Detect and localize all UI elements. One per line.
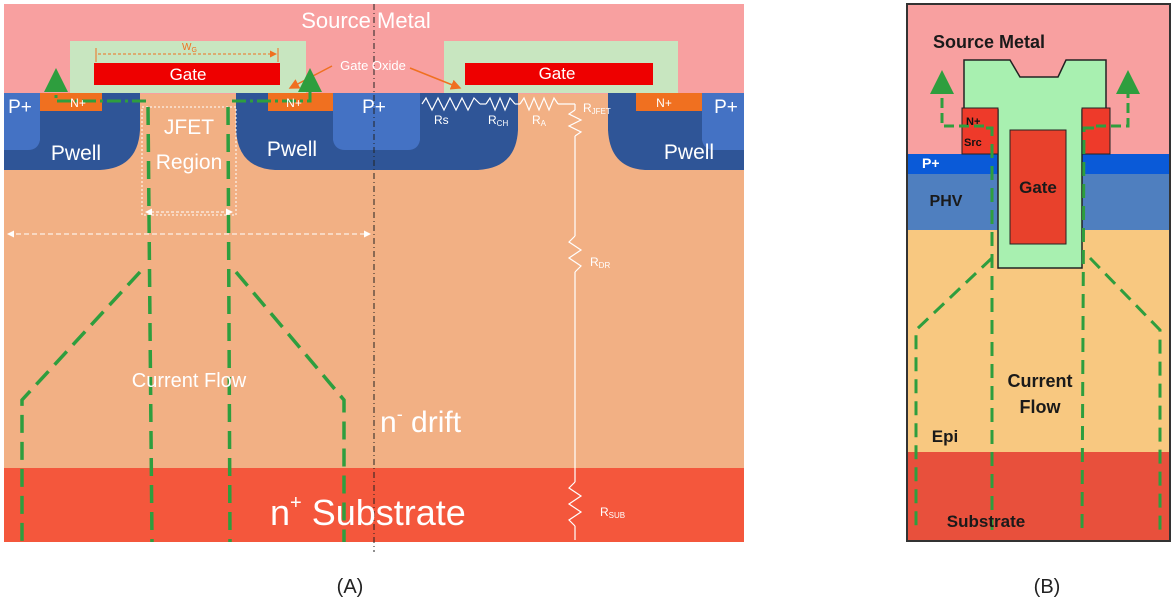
current-flow-lines: [20, 68, 346, 543]
caption-a: (A): [337, 576, 364, 598]
n-plus-mid-label: N+: [286, 96, 302, 110]
resistor-rsub: [567, 481, 583, 527]
b-src-label: Src: [964, 137, 982, 149]
b-current-label-2: Flow: [1020, 397, 1062, 417]
pwell-mid-label: Pwell: [267, 138, 317, 161]
b-n-plus-right: [1081, 107, 1111, 155]
b-border: [906, 3, 1171, 542]
b-flow-outer-left: [914, 256, 994, 530]
rdr-label: RDR: [590, 255, 610, 270]
panel-a: WG: [4, 4, 744, 598]
flow-line-inner-left: [146, 106, 154, 543]
rsub-label: RSUB: [600, 505, 625, 520]
flow-line-outer-right: [234, 270, 346, 542]
n-plus-right-shape: [636, 93, 702, 111]
gate-right-shape: [465, 63, 653, 85]
b-phv-label: PHV: [930, 193, 963, 210]
rch-label: RCH: [488, 113, 508, 128]
b-substrate: [907, 452, 1170, 541]
b-current-label-1: Current: [1007, 371, 1072, 391]
b-n-plus-label: N+: [966, 116, 980, 128]
b-flow-inner-right: [1080, 126, 1094, 531]
b-epi-label: Epi: [932, 427, 958, 446]
flow-line-top-left: [44, 68, 146, 103]
pwell-left-label: Pwell: [51, 142, 101, 165]
resistor-rs: [421, 96, 481, 112]
current-flow-label-a: Current Flow: [132, 370, 247, 392]
p-plus-left-label: P+: [8, 97, 32, 118]
p-plus-right-shape: [702, 93, 744, 150]
b-current-flow-lines: [914, 70, 1162, 531]
b-gate-shape: [1009, 129, 1067, 245]
gate-oxide-arrow-right: [409, 67, 462, 90]
b-gate-label: Gate: [1019, 178, 1057, 197]
p-plus-right-label: P+: [714, 97, 738, 118]
rs-label: Rs: [434, 113, 449, 127]
resistor-network: [421, 96, 583, 540]
b-flow-up-right: [1096, 70, 1140, 128]
jfet-label-line2: Region: [156, 151, 223, 174]
p-plus-mid-shape: [333, 93, 420, 150]
substrate-label-a: n+ Substrate: [270, 492, 466, 533]
ra-label: RA: [532, 113, 547, 128]
gate-oxide-label: Gate Oxide: [340, 58, 406, 73]
gate-right-label: Gate: [539, 64, 576, 83]
resistor-rch: [485, 96, 516, 112]
n-plus-left-label: N+: [70, 96, 86, 110]
gate-width-label: WG: [182, 42, 197, 54]
gate-left-shape: [94, 63, 280, 85]
rjfet-label: RJFET: [583, 101, 611, 116]
flow-line-top-right: [232, 68, 322, 103]
gate-left-label: Gate: [170, 65, 207, 84]
p-plus-left-shape: [4, 93, 40, 150]
resistor-rjfet: [567, 109, 583, 137]
source-metal-label-a: Source Metal: [301, 8, 431, 33]
flow-line-inner-right: [226, 106, 232, 543]
resistor-rdr: [567, 235, 583, 273]
panel-b: Source Metal N+ Src P+ PHV Gate Current …: [906, 3, 1171, 598]
caption-b: (B): [1034, 576, 1061, 598]
b-substrate-label: Substrate: [947, 512, 1025, 531]
p-plus-mid-label: P+: [362, 97, 386, 118]
jfet-label-line1: JFET: [164, 116, 214, 139]
flow-line-outer-left: [20, 270, 142, 542]
drift-label: n- drift: [380, 404, 462, 439]
resistor-ra: [519, 96, 559, 112]
b-flow-inner-left: [986, 126, 994, 530]
b-source-metal-label: Source Metal: [933, 32, 1045, 52]
b-p-plus-label: P+: [922, 155, 940, 171]
pwell-right-label: Pwell: [664, 141, 714, 164]
n-plus-right-label: N+: [656, 96, 672, 110]
b-flow-outer-right: [1088, 256, 1162, 530]
